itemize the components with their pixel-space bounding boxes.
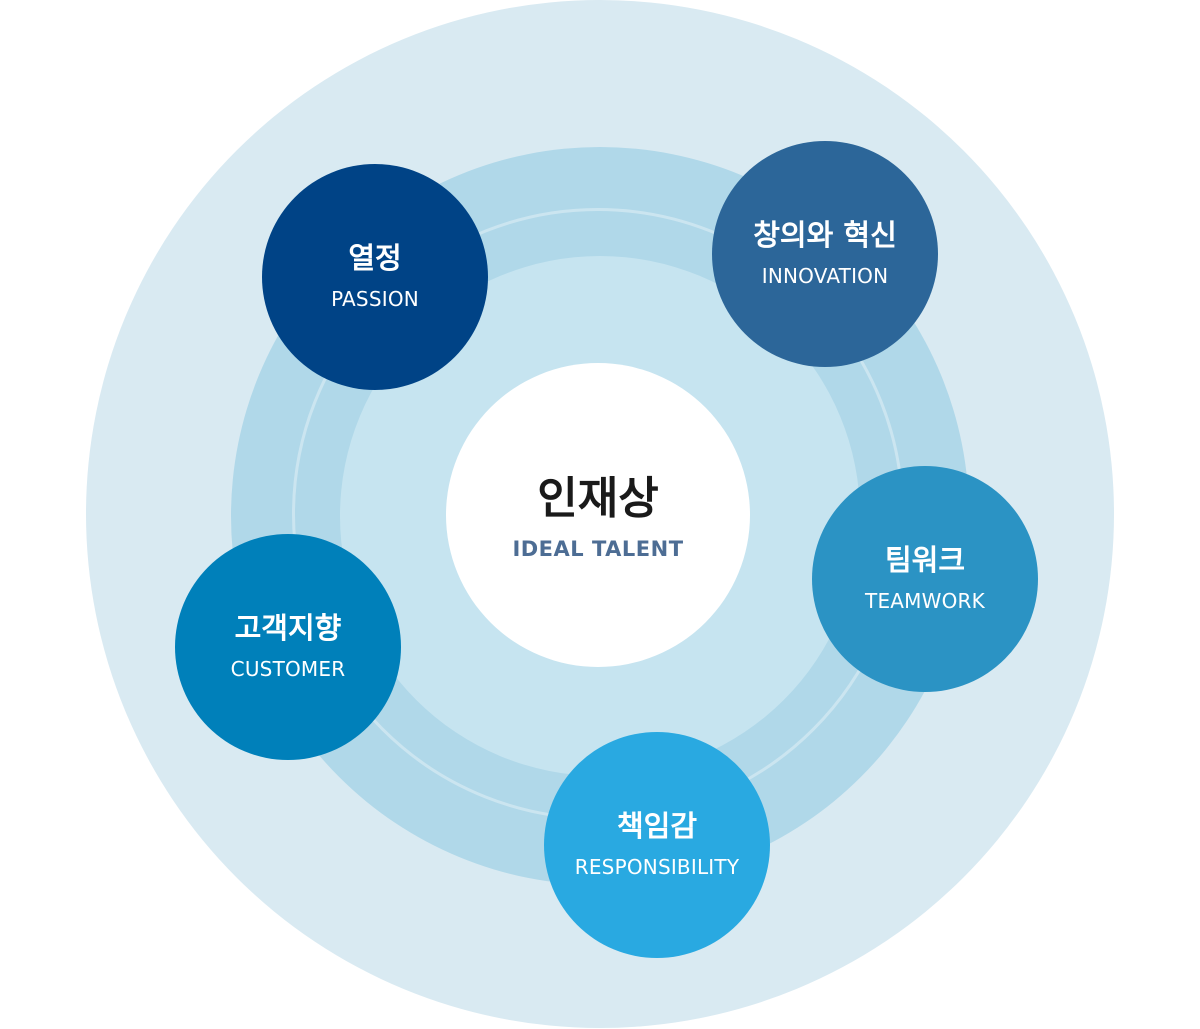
node-subtitle: INNOVATION (761, 263, 889, 288)
node-customer[interactable]: 고객지향 CUSTOMER (175, 534, 401, 760)
node-title: 열정 (348, 241, 402, 276)
center-circle: 인재상 IDEAL TALENT (446, 363, 750, 667)
node-title: 책임감 (616, 809, 698, 844)
node-innovation[interactable]: 창의와 혁신 INNOVATION (712, 141, 938, 367)
node-subtitle: TEAMWORK (865, 588, 985, 613)
node-teamwork[interactable]: 팀워크 TEAMWORK (812, 466, 1038, 692)
node-subtitle: RESPONSIBILITY (574, 854, 740, 879)
node-title: 팀워크 (884, 543, 966, 578)
node-title: 창의와 혁신 (753, 218, 897, 253)
center-title: 인재상 (537, 472, 659, 524)
node-title: 고객지향 (234, 611, 342, 646)
center-subtitle: IDEAL TALENT (512, 537, 684, 562)
node-passion[interactable]: 열정 PASSION (262, 164, 488, 390)
node-subtitle: CUSTOMER (230, 656, 346, 681)
node-responsibility[interactable]: 책임감 RESPONSIBILITY (544, 732, 770, 958)
node-subtitle: PASSION (331, 286, 419, 311)
